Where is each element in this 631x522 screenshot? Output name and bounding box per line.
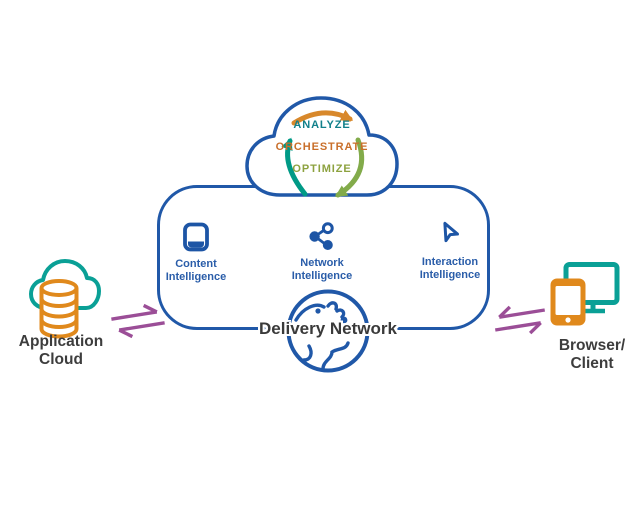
share-network-icon <box>309 222 334 250</box>
label-line: Application <box>18 333 104 350</box>
globe-icon <box>286 289 370 373</box>
interaction-intelligence-item: Interaction Intelligence <box>395 221 505 283</box>
smartphone-icon <box>550 278 586 326</box>
label-line: Content <box>175 258 217 270</box>
cursor-pointer-icon <box>443 221 459 243</box>
network-intelligence-label: Network Intelligence <box>267 257 377 284</box>
label-line: Client <box>570 354 614 372</box>
content-intelligence-label: Content Intelligence <box>141 258 251 285</box>
network-intelligence-item: Network Intelligence <box>267 221 377 284</box>
analyze-orchestrate-optimize-cycle-arrows-icon <box>281 109 365 198</box>
browser-client-label: Browser/ Client <box>544 337 631 373</box>
delivery-network-label: Delivery Network <box>259 319 397 338</box>
cycle-step-orchestrate: ORCHESTRATE <box>275 141 369 153</box>
label-line: Interaction <box>421 256 479 268</box>
interaction-intelligence-label: Interaction Intelligence <box>395 256 505 283</box>
content-intelligence-item: Content Intelligence <box>141 221 251 285</box>
cycle-step-optimize: OPTIMIZE <box>292 163 352 175</box>
label-line: Intelligence <box>291 270 353 283</box>
exchange-arrows-left-icon <box>111 303 165 339</box>
database-icon <box>39 279 79 339</box>
label-line: Browser/ <box>558 337 626 354</box>
exchange-arrows-right-icon <box>494 305 546 335</box>
browser-window-icon <box>183 222 209 252</box>
label-line: Intelligence <box>165 271 227 284</box>
cycle-step-analyze: ANALYZE <box>293 119 351 131</box>
label-line: Network <box>300 257 344 269</box>
label-line: Cloud <box>39 350 83 368</box>
cycle-step-labels: ANALYZE ORCHESTRATE OPTIMIZE <box>254 114 390 180</box>
label-line: Intelligence <box>419 269 481 282</box>
application-cloud-label: Application Cloud <box>6 333 116 369</box>
